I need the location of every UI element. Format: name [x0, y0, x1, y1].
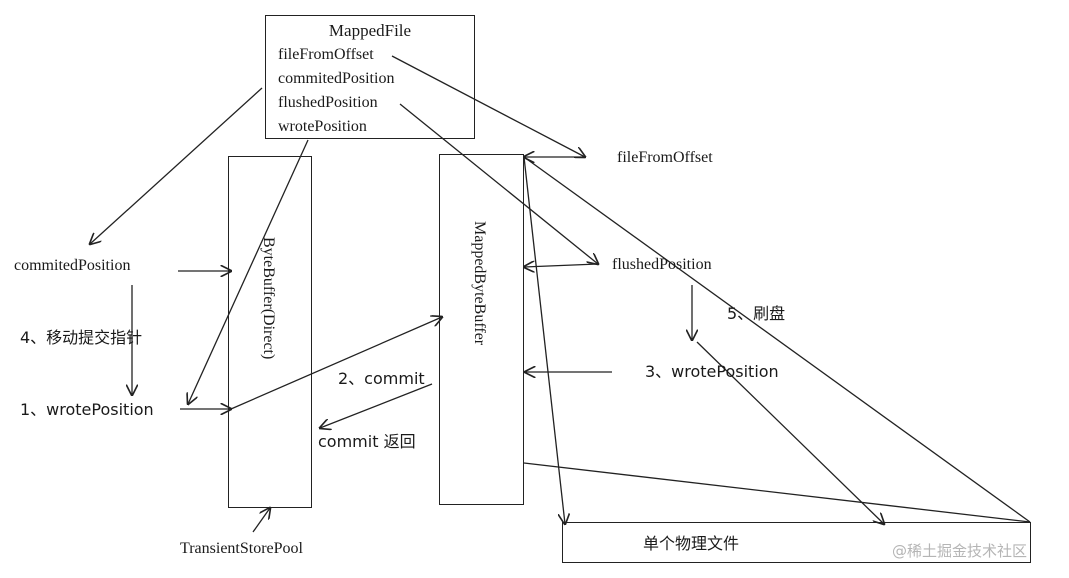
label-flushed-position: flushedPosition	[612, 256, 712, 273]
mapping-line-left	[523, 156, 565, 524]
mapped-file-box: MappedFile fileFromOffset commitedPositi…	[265, 15, 475, 139]
arrow-commit-return	[320, 383, 433, 428]
label-file-from-offset: fileFromOffset	[617, 149, 713, 166]
arrow-flushed-to-mbb	[524, 264, 599, 267]
mapping-line-top	[523, 156, 1031, 523]
mapped-file-title: MappedFile	[328, 21, 412, 40]
label-commited-position: commitedPosition	[14, 257, 131, 274]
label-step1-wrote-position: 1、wrotePosition	[20, 400, 154, 419]
label-commit-return: commit 返回	[318, 432, 416, 451]
arrow-flush-to-file	[696, 341, 884, 524]
mapped-file-field-wrote-position: wrotePosition	[278, 118, 367, 135]
mapped-byte-buffer-label: MappedByteBuffer	[471, 221, 488, 346]
label-step2-commit: 2、commit	[338, 369, 425, 388]
arrow-mf-wrote-to-step1	[188, 139, 309, 404]
arrow-mf-commited-to-label	[90, 87, 263, 244]
physical-file-box: 单个物理文件	[562, 522, 1031, 563]
arrow-mf-fileoffset-to-label	[391, 55, 585, 157]
physical-file-label: 单个物理文件	[643, 534, 740, 553]
arrow-mf-flushed-to-label	[399, 103, 598, 264]
mapped-byte-buffer-box: MappedByteBuffer	[439, 154, 524, 505]
label-step4-move-pointer: 4、移动提交指针	[20, 328, 143, 347]
label-transient-store-pool: TransientStorePool	[180, 540, 303, 557]
mapped-file-field-file-from-offset: fileFromOffset	[278, 46, 374, 63]
mapped-file-field-flushed-position: flushedPosition	[278, 94, 378, 111]
mapped-file-field-commited-position: commitedPosition	[278, 70, 395, 87]
mapping-line-right	[523, 462, 1031, 523]
byte-buffer-label: ByteBuffer(Direct)	[260, 237, 277, 360]
arrow-commit	[230, 317, 442, 410]
byte-buffer-box: ByteBuffer(Direct)	[228, 156, 312, 508]
label-step5-flush: 5、刷盘	[727, 304, 786, 323]
label-step3-wrote-position: 3、wrotePosition	[645, 362, 779, 381]
arrow-pool-to-bytebuffer	[252, 508, 270, 533]
watermark-text: @稀土掘金技术社区	[892, 542, 1028, 560]
